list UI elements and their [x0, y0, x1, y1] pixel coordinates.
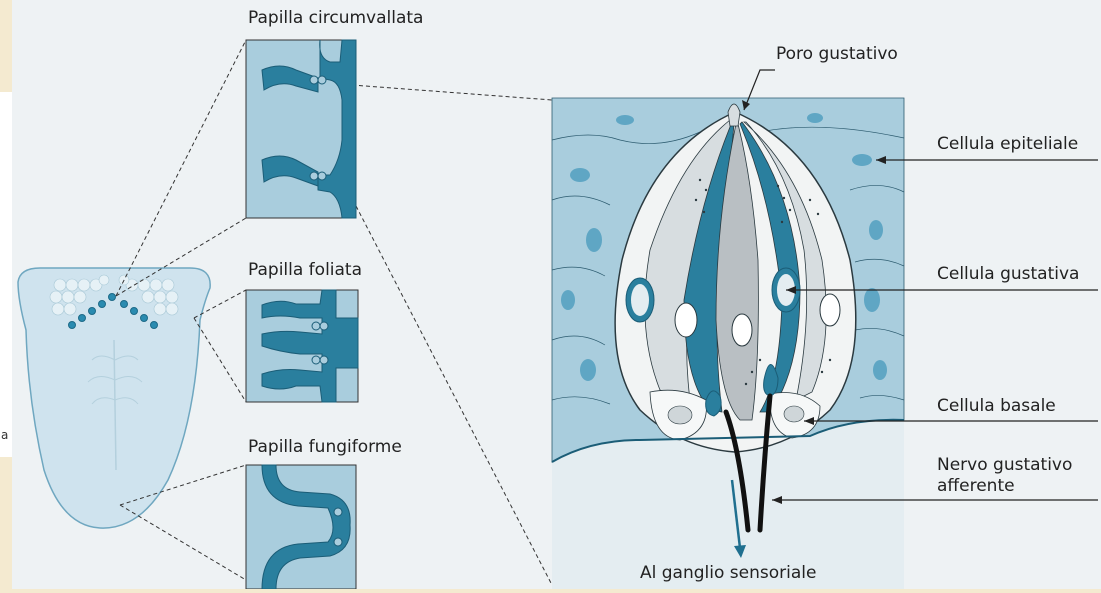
- papilla-foliata-box: [246, 290, 358, 402]
- label-cellula-epiteliale: Cellula epiteliale: [937, 134, 1078, 154]
- label-papilla-fungiforme: Papilla fungiforme: [248, 437, 402, 457]
- label-cellula-basale: Cellula basale: [937, 396, 1056, 416]
- label-edge-fragment: a: [1, 425, 8, 445]
- left-edge-strip: [0, 92, 12, 457]
- label-papilla-circumvallata: Papilla circumvallata: [248, 8, 423, 28]
- label-nervo-gustativo-line1: Nervo gustativo: [937, 455, 1072, 475]
- label-poro-gustativo: Poro gustativo: [776, 44, 898, 64]
- label-nervo-gustativo-line2: afferente: [937, 476, 1015, 496]
- papilla-fungiforme-box: [246, 465, 356, 589]
- label-papilla-foliata: Papilla foliata: [248, 260, 362, 280]
- papilla-circumvallata-box: [246, 40, 356, 218]
- taste-bud-detail: [552, 98, 904, 589]
- label-cellula-gustativa: Cellula gustativa: [937, 264, 1079, 284]
- label-al-ganglio-sensoriale: Al ganglio sensoriale: [640, 563, 816, 583]
